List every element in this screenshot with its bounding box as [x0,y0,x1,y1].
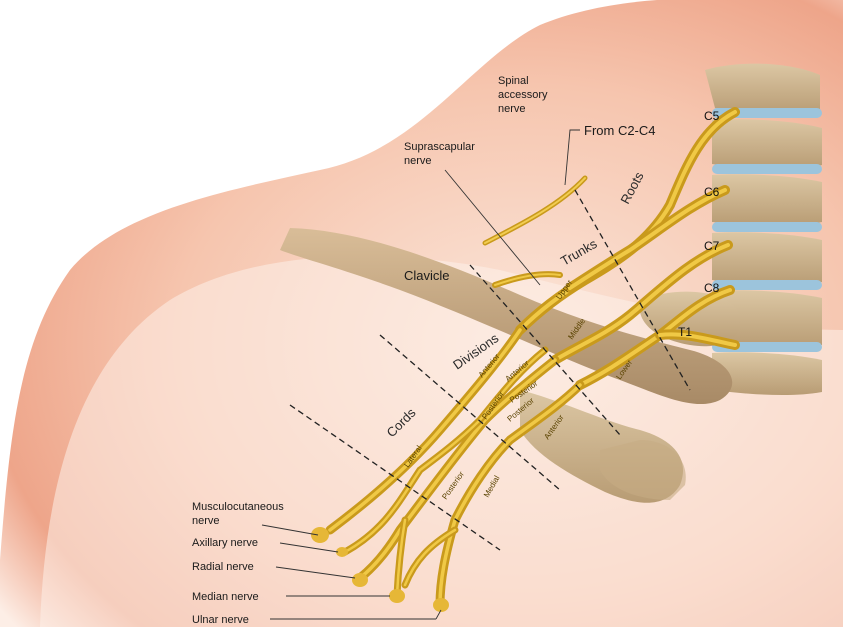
median-end [389,589,405,603]
label-clavicle: Clavicle [404,268,450,283]
label-from-c2-c4: From C2-C4 [584,123,656,138]
disc [712,222,822,232]
label-t1: T1 [678,325,692,339]
label-c6: C6 [704,185,720,199]
label-suprascapular-2: nerve [404,155,432,167]
label-musculocutaneous-2: nerve [192,515,220,527]
label-spinal-accessory-1: Spinal [498,75,529,87]
label-suprascapular-1: Suprascapular [404,141,475,153]
label-median: Median nerve [192,591,259,603]
label-spinal-accessory-3: nerve [498,103,526,115]
musculocutaneous-end [311,527,329,543]
ulnar-end [433,598,449,612]
radial-end [352,573,368,587]
label-axillary: Axillary nerve [192,537,258,549]
disc [712,164,822,174]
label-c8: C8 [704,281,720,295]
label-spinal-accessory-2: accessory [498,89,548,101]
label-ulnar: Ulnar nerve [192,614,249,626]
label-c7: C7 [704,239,720,253]
label-c5: C5 [704,109,720,123]
label-musculocutaneous-1: Musculocutaneous [192,501,284,513]
label-radial: Radial nerve [192,561,254,573]
